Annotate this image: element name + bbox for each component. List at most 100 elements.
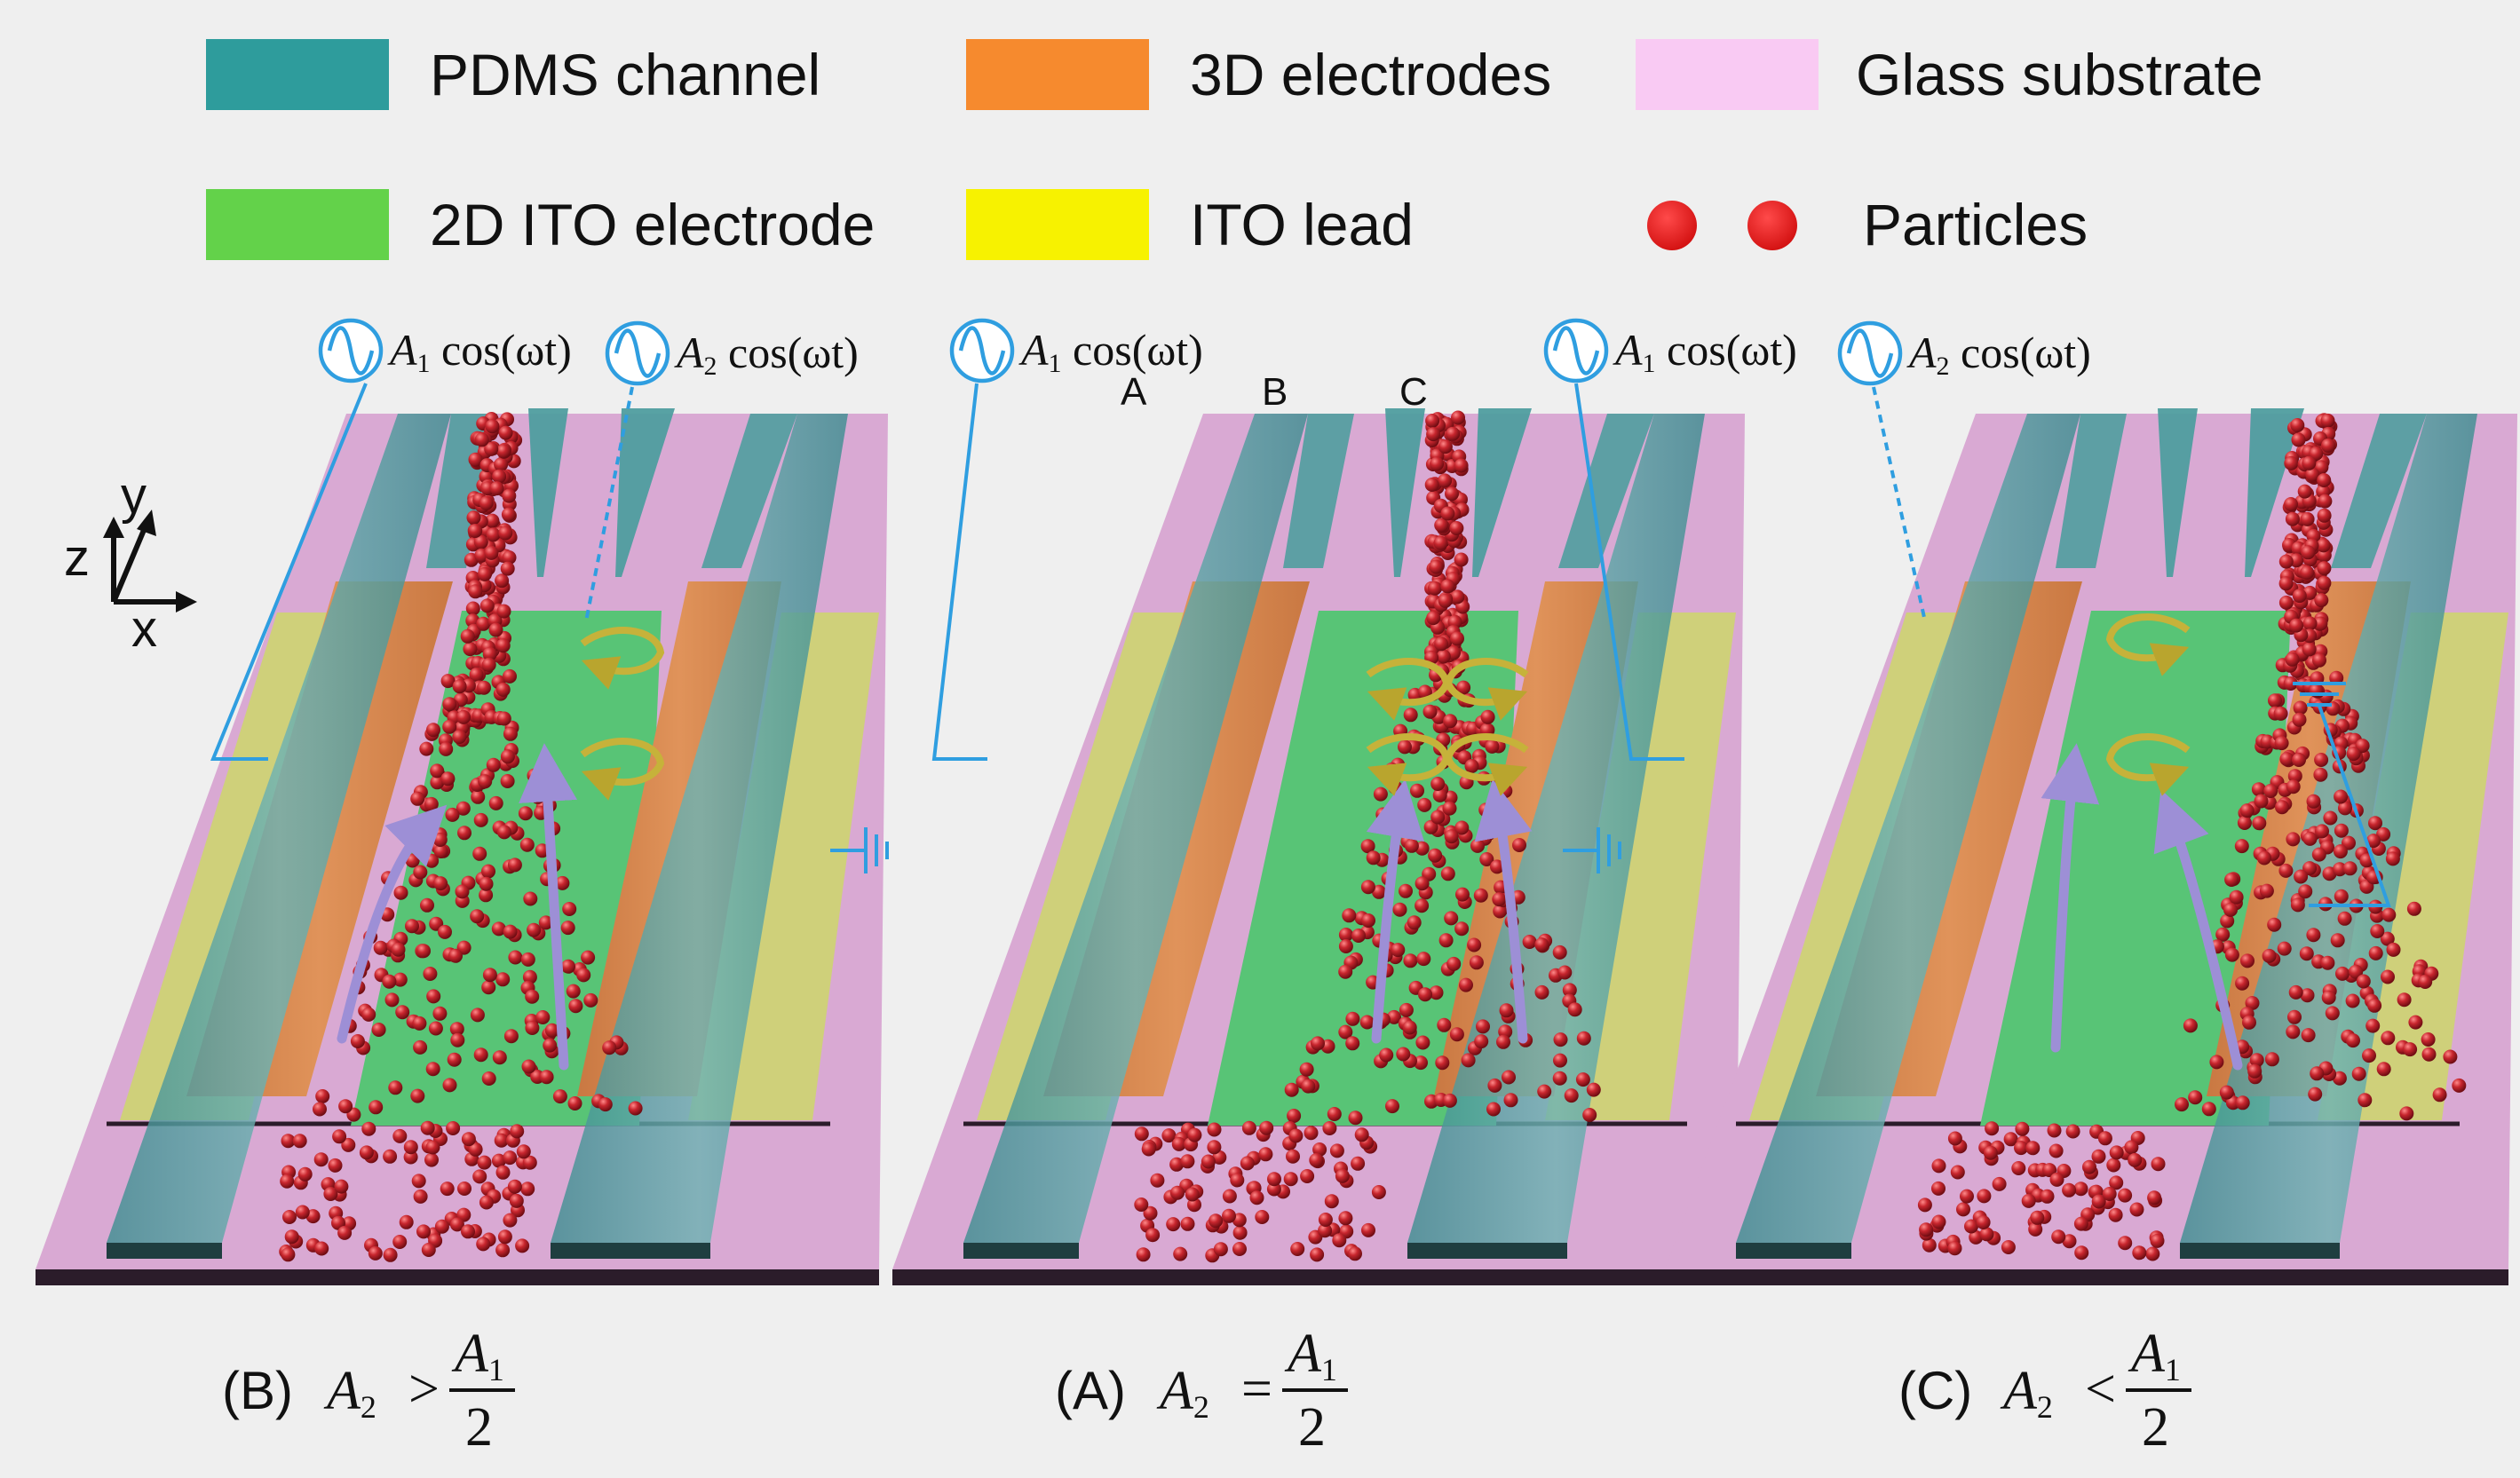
vortex-icon	[1444, 733, 1529, 796]
particle	[421, 1243, 436, 1257]
particle	[368, 1245, 383, 1261]
z-axis-label: z	[64, 529, 90, 587]
particle	[535, 1010, 551, 1024]
particle	[491, 1153, 506, 1168]
particle	[2338, 801, 2352, 816]
ac-source: A2 cos(ωt)	[1837, 320, 2091, 386]
pdms-wall-edge	[963, 1243, 1079, 1259]
pdms-wall-edge	[1736, 1243, 1851, 1259]
particle	[1434, 636, 1449, 652]
particle	[2201, 1102, 2216, 1117]
particle	[1404, 838, 1419, 853]
particle	[2333, 844, 2348, 859]
particle	[476, 1237, 491, 1252]
particle	[2313, 767, 2328, 782]
particle	[313, 1102, 327, 1117]
particle	[1469, 955, 1484, 970]
particle	[1534, 984, 1549, 1000]
particle	[488, 622, 503, 637]
particle	[539, 1070, 554, 1085]
particle	[2294, 869, 2309, 884]
particle	[2047, 1123, 2062, 1138]
particle	[1567, 1002, 1582, 1017]
particle	[2278, 576, 2294, 591]
particle	[482, 646, 497, 661]
caption-lhs-var: A	[2000, 1361, 2038, 1421]
particle	[2073, 1182, 2088, 1197]
particle	[1464, 759, 1479, 773]
particle	[1499, 1003, 1514, 1018]
legend-item: 2D ITO electrode	[206, 189, 875, 260]
particle	[384, 992, 400, 1008]
y-axis-line	[111, 522, 149, 604]
source-formula: A2 cos(ωt)	[1906, 328, 2091, 381]
particle	[280, 1174, 295, 1189]
particle	[481, 1071, 496, 1086]
particle	[495, 1165, 511, 1180]
particle	[2345, 993, 2360, 1008]
particle	[391, 942, 406, 957]
caption-tag: (B)	[222, 1361, 293, 1420]
legend-swatch	[1636, 39, 1819, 110]
particle	[2335, 966, 2350, 981]
particle	[598, 1097, 613, 1112]
particle	[403, 1140, 418, 1155]
particle	[1450, 631, 1464, 646]
particle	[1422, 704, 1438, 719]
particle	[1332, 1233, 1347, 1248]
particle	[1327, 1107, 1342, 1121]
particle	[2118, 1188, 2133, 1203]
particle	[2333, 862, 2347, 877]
particle	[383, 1247, 398, 1262]
particle	[314, 1241, 329, 1256]
vortex-icon	[580, 627, 665, 690]
legend-swatch	[966, 189, 1149, 260]
particle	[2049, 1172, 2064, 1187]
particle	[445, 807, 460, 822]
formula-rest: cos(ωt)	[717, 328, 859, 377]
particle	[1474, 1034, 1489, 1049]
particle	[328, 1158, 343, 1173]
particle	[2252, 816, 2267, 831]
legend-item: Glass substrate	[1636, 39, 2263, 110]
particle	[446, 1121, 461, 1135]
particle	[338, 1099, 353, 1114]
particle	[2030, 1210, 2045, 1225]
particle	[496, 604, 511, 619]
particle	[2242, 1015, 2256, 1030]
particle	[1433, 535, 1448, 550]
particle	[568, 999, 583, 1014]
particle	[2313, 616, 2328, 631]
particle	[1537, 1084, 1552, 1099]
particle	[1134, 1126, 1149, 1142]
vortex-icon	[2105, 733, 2191, 796]
particle	[503, 1029, 519, 1044]
particle	[1552, 1071, 1567, 1086]
particle	[481, 864, 495, 879]
particle	[1964, 1219, 1978, 1234]
pdms-wall-edge	[107, 1243, 222, 1259]
particle	[1480, 709, 1495, 724]
particle	[442, 1078, 457, 1093]
particle	[2145, 1246, 2160, 1261]
particle	[2286, 779, 2301, 794]
particle	[472, 1169, 487, 1184]
particle	[1983, 1145, 1998, 1160]
particle	[522, 969, 537, 984]
particle	[1361, 1222, 1375, 1237]
particle	[503, 1150, 518, 1166]
pdms-wall-left	[1736, 414, 2080, 1243]
particle	[2240, 953, 2255, 968]
particle	[449, 1022, 464, 1037]
particle	[468, 524, 483, 538]
caption-numerator: A1	[1284, 1324, 1337, 1387]
particle	[2011, 1161, 2026, 1175]
particle	[2028, 1221, 2043, 1237]
particle	[515, 1238, 530, 1253]
particle	[2292, 589, 2307, 604]
particle	[1443, 714, 1458, 729]
particle	[2381, 1031, 2396, 1046]
ac-source: A1 cos(ωt)	[318, 318, 572, 383]
legend-item: PDMS channel	[206, 39, 820, 110]
particle	[2025, 1141, 2041, 1156]
